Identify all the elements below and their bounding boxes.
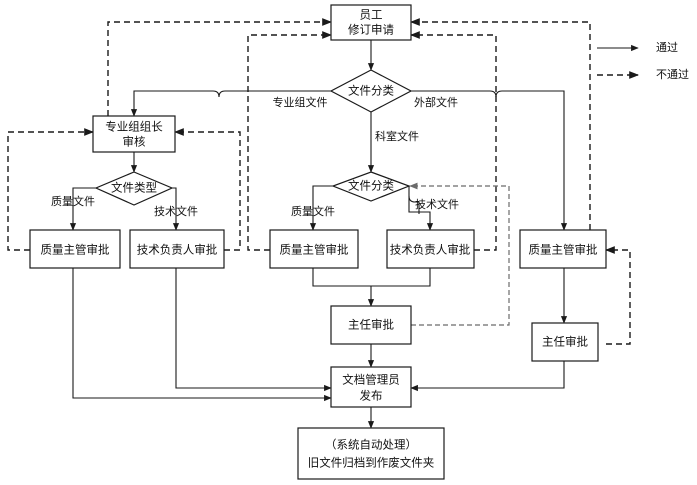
legend-fail-label: 不通过 bbox=[656, 68, 689, 81]
node-qa-right: 质量主管审批 bbox=[519, 229, 607, 269]
label-external-file: 外部文件 bbox=[414, 95, 458, 109]
edge-director-right-to-archivist bbox=[410, 361, 565, 392]
node-director-mid: 主任审批 bbox=[330, 305, 412, 345]
label-quality-file-left: 质量文件 bbox=[51, 194, 95, 208]
edge-tech-left-to-archivist bbox=[175, 268, 332, 392]
node-tech-mid: 技术负责人审批 bbox=[386, 229, 475, 269]
edge-classify-to-group-leader bbox=[130, 90, 331, 117]
node-archivist-line1: 文档管理员 bbox=[342, 373, 400, 387]
edge-mid-to-tech-mid bbox=[408, 196, 434, 231]
label-pro-group-file: 专业组文件 bbox=[273, 95, 328, 109]
label-tech-file-mid: 技术文件 bbox=[415, 197, 459, 211]
edge-fail-qa-left bbox=[7, 128, 94, 251]
node-employee-line2: 修订申请 bbox=[348, 23, 394, 37]
edge-fail-director-mid bbox=[409, 182, 510, 326]
edge-qa-left-to-archivist bbox=[72, 268, 332, 402]
label-tech-file-left: 技术文件 bbox=[154, 204, 198, 218]
decision-classify-mid-label: 文件分类 bbox=[348, 179, 394, 193]
legend-pass-label: 通过 bbox=[656, 41, 678, 54]
node-auto-archive: （系统自动处理） 旧文件归档到作废文件夹 bbox=[297, 427, 445, 480]
edge-labels: 专业组文件 外部文件 科室文件 质量文件 技术文件 质量文件 技术文件 bbox=[51, 95, 459, 218]
node-director-mid-label: 主任审批 bbox=[348, 318, 394, 332]
node-group-leader-line2: 审核 bbox=[123, 135, 146, 149]
decision-type-left-label: 文件类型 bbox=[111, 181, 157, 195]
edge-mid-to-qa-mid bbox=[309, 185, 333, 231]
edge-type-to-qa-left bbox=[69, 187, 98, 231]
node-director-right: 主任审批 bbox=[531, 322, 599, 362]
node-director-right-label: 主任审批 bbox=[542, 335, 588, 349]
edge-mid-merge bbox=[312, 266, 431, 287]
label-dept-file: 科室文件 bbox=[375, 129, 419, 143]
edge-fail-group-leader bbox=[107, 18, 332, 116]
node-qa-left: 质量主管审批 bbox=[29, 229, 121, 269]
edge-fail-tech-mid bbox=[410, 31, 497, 251]
node-qa-mid-label: 质量主管审批 bbox=[280, 243, 349, 257]
node-employee-line1: 员工 bbox=[360, 8, 383, 22]
node-group-leader: 专业组组长 审核 bbox=[92, 115, 176, 153]
node-auto-line2: 旧文件归档到作废文件夹 bbox=[308, 456, 435, 470]
node-archivist: 文档管理员 发布 bbox=[330, 366, 412, 408]
node-tech-mid-label: 技术负责人审批 bbox=[390, 243, 471, 257]
edge-fail-tech-left bbox=[174, 128, 241, 251]
decision-classify-top: 文件分类 bbox=[329, 69, 413, 113]
node-group-leader-line1: 专业组组长 bbox=[105, 120, 163, 134]
node-archivist-line2: 发布 bbox=[360, 389, 383, 403]
decision-classify-mid: 文件分类 bbox=[331, 171, 411, 202]
node-qa-mid: 质量主管审批 bbox=[269, 229, 359, 269]
node-qa-left-label: 质量主管审批 bbox=[41, 243, 110, 257]
legend: 通过 不通过 bbox=[597, 41, 689, 81]
node-employee: 员工 修订申请 bbox=[330, 4, 412, 41]
decision-type-left: 文件类型 bbox=[94, 171, 174, 206]
decision-classify-top-label: 文件分类 bbox=[348, 84, 394, 98]
edge-fail-director-right bbox=[605, 246, 631, 345]
node-tech-left: 技术负责人审批 bbox=[129, 229, 225, 269]
edge-fail-qa-mid bbox=[247, 31, 332, 251]
label-quality-file-mid: 质量文件 bbox=[291, 204, 335, 218]
node-tech-left-label: 技术负责人审批 bbox=[137, 243, 218, 257]
pass-edges bbox=[69, 40, 568, 429]
fail-edges bbox=[7, 18, 631, 345]
node-qa-right-label: 质量主管审批 bbox=[529, 243, 598, 257]
node-auto-line1: （系统自动处理） bbox=[325, 438, 417, 452]
